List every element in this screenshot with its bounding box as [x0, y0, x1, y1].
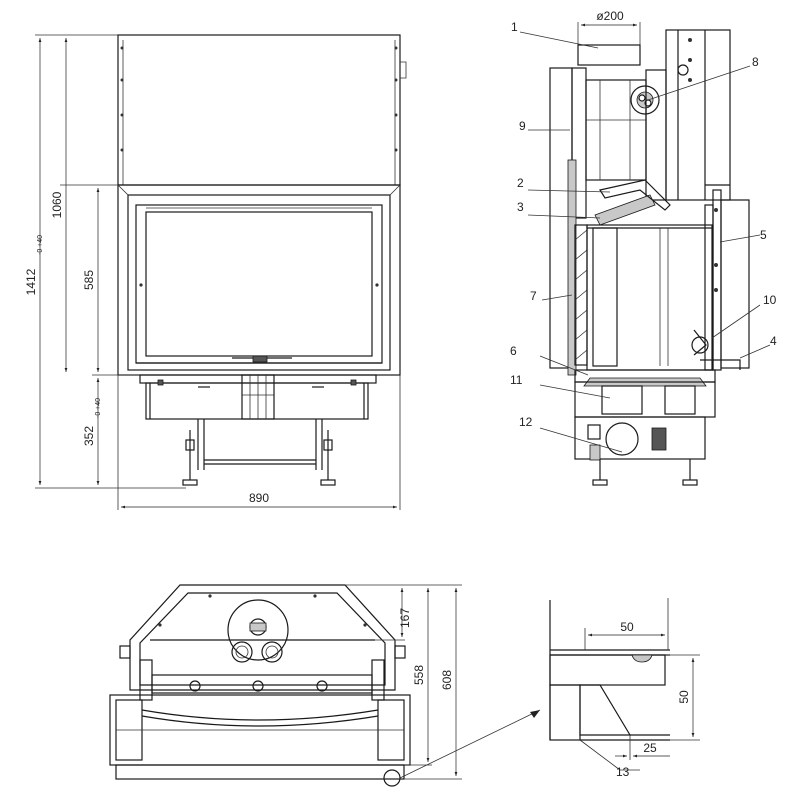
dim-total-height-tolerance: -0 +40	[37, 235, 44, 255]
side-view: ø200	[510, 9, 777, 486]
detail-dim-height: 50	[677, 690, 691, 704]
detail-view: 50 50 25 13	[549, 598, 700, 779]
callout-2: 2	[517, 176, 524, 190]
detail-dim-offset: 25	[643, 741, 657, 755]
callout-9: 9	[519, 119, 526, 133]
top-view: 167 558 608	[109, 584, 541, 787]
callout-1: 1	[511, 20, 518, 34]
callout-4: 4	[770, 334, 777, 348]
dim-total-height: 1412	[24, 268, 38, 295]
dim-base-height: 352	[82, 426, 96, 446]
dim-body-height: 1060	[50, 191, 64, 218]
dim-collar: 167	[398, 608, 412, 628]
callout-8: 8	[752, 55, 759, 69]
callout-7: 7	[530, 289, 537, 303]
callout-5: 5	[760, 228, 767, 242]
callout-10: 10	[763, 293, 777, 307]
callout-13: 13	[616, 765, 630, 779]
dim-depth-2: 608	[440, 670, 454, 690]
detail-dim-width: 50	[620, 620, 634, 634]
callout-3: 3	[517, 200, 524, 214]
dim-door-height: 585	[82, 270, 96, 290]
callout-6: 6	[510, 344, 517, 358]
dim-base-height-tolerance: -0 +40	[95, 398, 102, 418]
callout-12: 12	[519, 415, 533, 429]
dim-flue-diameter: ø200	[596, 9, 624, 23]
dim-depth-1: 558	[412, 665, 426, 685]
dim-width: 890	[249, 491, 269, 505]
insulation-hatch	[574, 229, 588, 361]
callout-11: 11	[510, 373, 523, 387]
front-view: 1412 -0 +40 1060 585 352 -0 +40 890	[24, 34, 407, 510]
